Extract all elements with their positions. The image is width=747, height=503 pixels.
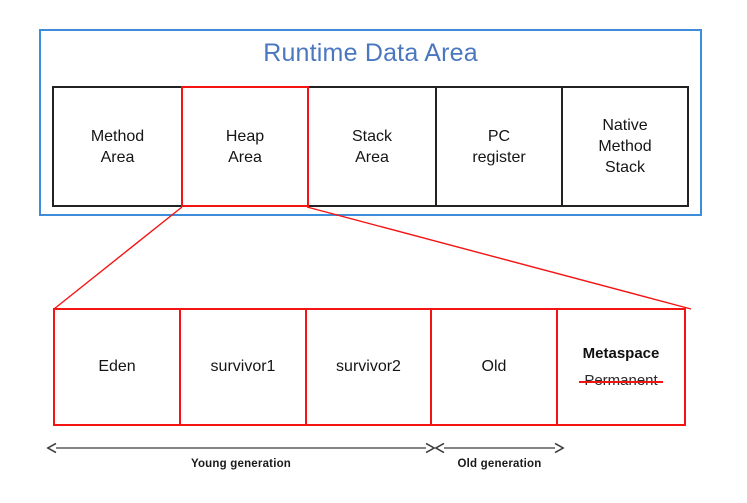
- cell-line-1: Stack: [351, 127, 392, 145]
- heap-detail-cells: Eden survivor1 survivor2 Old Metaspace P…: [53, 308, 692, 426]
- page-title: Runtime Data Area: [263, 39, 478, 67]
- heap-region-permanent-deprecated-label: Permanent: [579, 371, 664, 389]
- heap-region-survivor2[interactable]: survivor2: [305, 308, 432, 426]
- memory-area-pc-register[interactable]: PC register: [435, 86, 563, 207]
- span-label-young-generation: Young generation: [190, 458, 292, 470]
- heap-region-eden[interactable]: Eden: [53, 308, 181, 426]
- memory-area-native-method-stack[interactable]: Native Method Stack: [561, 86, 689, 207]
- runtime-data-area-cells: Method Area Heap Area Stack Area PC regi…: [52, 86, 691, 207]
- memory-area-stack-area[interactable]: Stack Area: [307, 86, 437, 207]
- cell-line-2: Area: [355, 148, 389, 166]
- cell-line-1: PC: [487, 127, 511, 145]
- span-label-old-generation: Old generation: [457, 458, 542, 470]
- cell-line-3: Stack: [604, 159, 645, 176]
- cell-line-2: Method: [598, 138, 652, 155]
- heap-region-metaspace[interactable]: Metaspace Permanent: [556, 308, 686, 426]
- memory-area-heap-area[interactable]: Heap Area: [181, 86, 309, 207]
- cell-line-1: Native: [602, 117, 648, 134]
- memory-area-pc-register-label: PC register: [472, 126, 525, 168]
- heap-region-metaspace-label: Metaspace: [582, 344, 660, 362]
- memory-area-method-area-label: Method Area: [91, 126, 144, 168]
- heap-region-survivor1-label: survivor1: [210, 358, 276, 375]
- memory-area-method-area[interactable]: Method Area: [52, 86, 183, 207]
- heap-region-old[interactable]: Old: [430, 308, 558, 426]
- heap-region-old-label: Old: [481, 358, 507, 375]
- cell-line-2: register: [472, 148, 526, 166]
- heap-region-survivor2-label: survivor2: [336, 358, 401, 375]
- cell-line-1: Method: [90, 127, 145, 145]
- heap-region-eden-label: Eden: [98, 358, 136, 375]
- heap-region-survivor1[interactable]: survivor1: [179, 308, 307, 426]
- memory-area-heap-area-label: Heap Area: [226, 126, 264, 168]
- memory-area-stack-area-label: Stack Area: [352, 126, 392, 168]
- cell-line-2: Area: [100, 148, 135, 166]
- cell-line-2: Area: [228, 148, 262, 166]
- cell-line-1: Heap: [225, 127, 265, 145]
- memory-area-native-method-stack-label: Native Method Stack: [598, 115, 651, 178]
